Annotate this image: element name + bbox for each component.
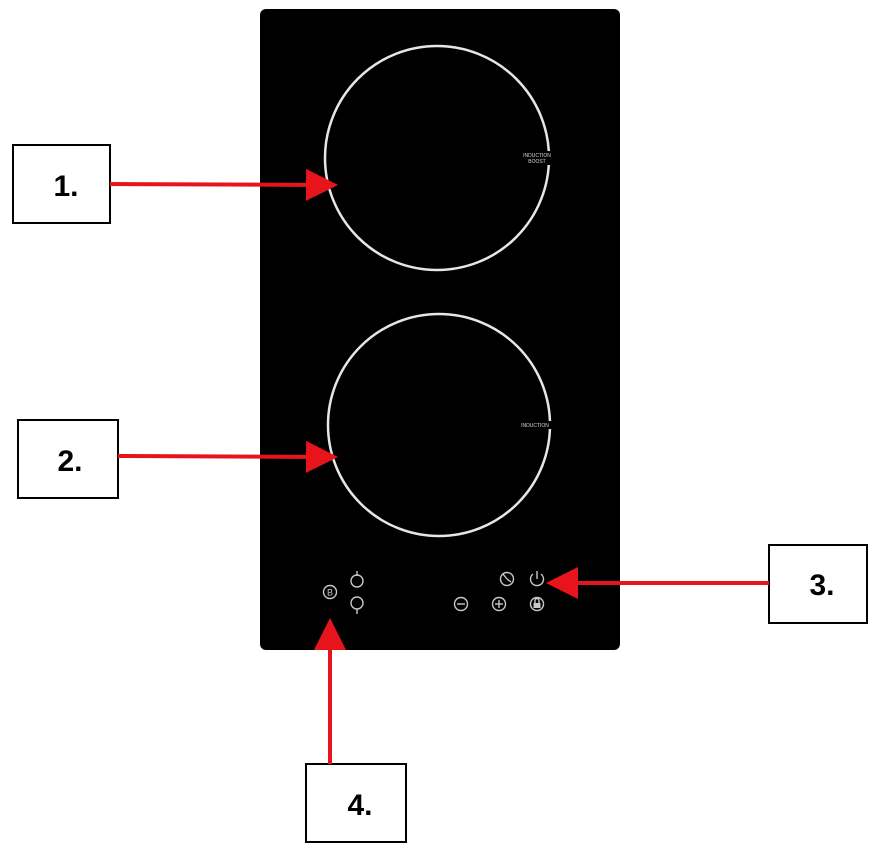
bottom-zone-label-bg <box>515 421 555 429</box>
cooktop-panel <box>260 9 620 650</box>
top-zone-label-line1: INDUCTION <box>523 153 551 159</box>
callout-2-label: 2. <box>57 445 82 478</box>
left-controls: B <box>322 571 364 614</box>
top-zone-label-line2: BOOST <box>528 159 546 165</box>
bottom-zone-label: INDUCTION <box>521 423 549 429</box>
timer-icon <box>499 571 515 587</box>
callout-4: 4. <box>305 618 407 843</box>
minus-icon <box>453 596 469 612</box>
callout-3-label: 3. <box>809 569 834 602</box>
child-lock-icon <box>529 596 545 612</box>
plus-button[interactable] <box>491 596 507 612</box>
callout-2-arrow <box>117 440 338 473</box>
power-button[interactable] <box>529 571 545 587</box>
timer-button[interactable] <box>499 571 515 587</box>
callout-1: 1. <box>12 144 338 224</box>
boost-button[interactable]: B <box>322 584 338 600</box>
callout-1-box <box>12 144 111 224</box>
boost-icon-glyph: B <box>327 588 333 598</box>
bottom-cooking-zone: INDUCTION <box>326 312 555 538</box>
callout-4-label: 4. <box>347 789 372 822</box>
power-icon <box>529 571 545 587</box>
callout-1-arrow <box>109 168 338 201</box>
callout-3: 3. <box>546 544 868 624</box>
callout-4-box <box>305 763 407 843</box>
callout-2-box <box>17 419 119 499</box>
top-zone-select-icon <box>350 571 364 588</box>
callout-3-box <box>768 544 868 624</box>
plus-icon <box>491 596 507 612</box>
minus-button[interactable] <box>453 596 469 612</box>
bottom-zone-select-button[interactable] <box>350 596 364 614</box>
top-zone-select-button[interactable] <box>350 571 364 588</box>
callout-2: 2. <box>17 419 338 499</box>
boost-icon <box>322 584 338 600</box>
child-lock-button[interactable] <box>529 596 545 612</box>
top-zone-label-bg <box>517 151 557 165</box>
bottom-zone-select-icon <box>350 596 364 614</box>
top-cooking-zone: INDUCTION BOOST <box>323 44 557 272</box>
callout-1-label: 1. <box>53 170 78 203</box>
right-controls <box>453 571 545 612</box>
